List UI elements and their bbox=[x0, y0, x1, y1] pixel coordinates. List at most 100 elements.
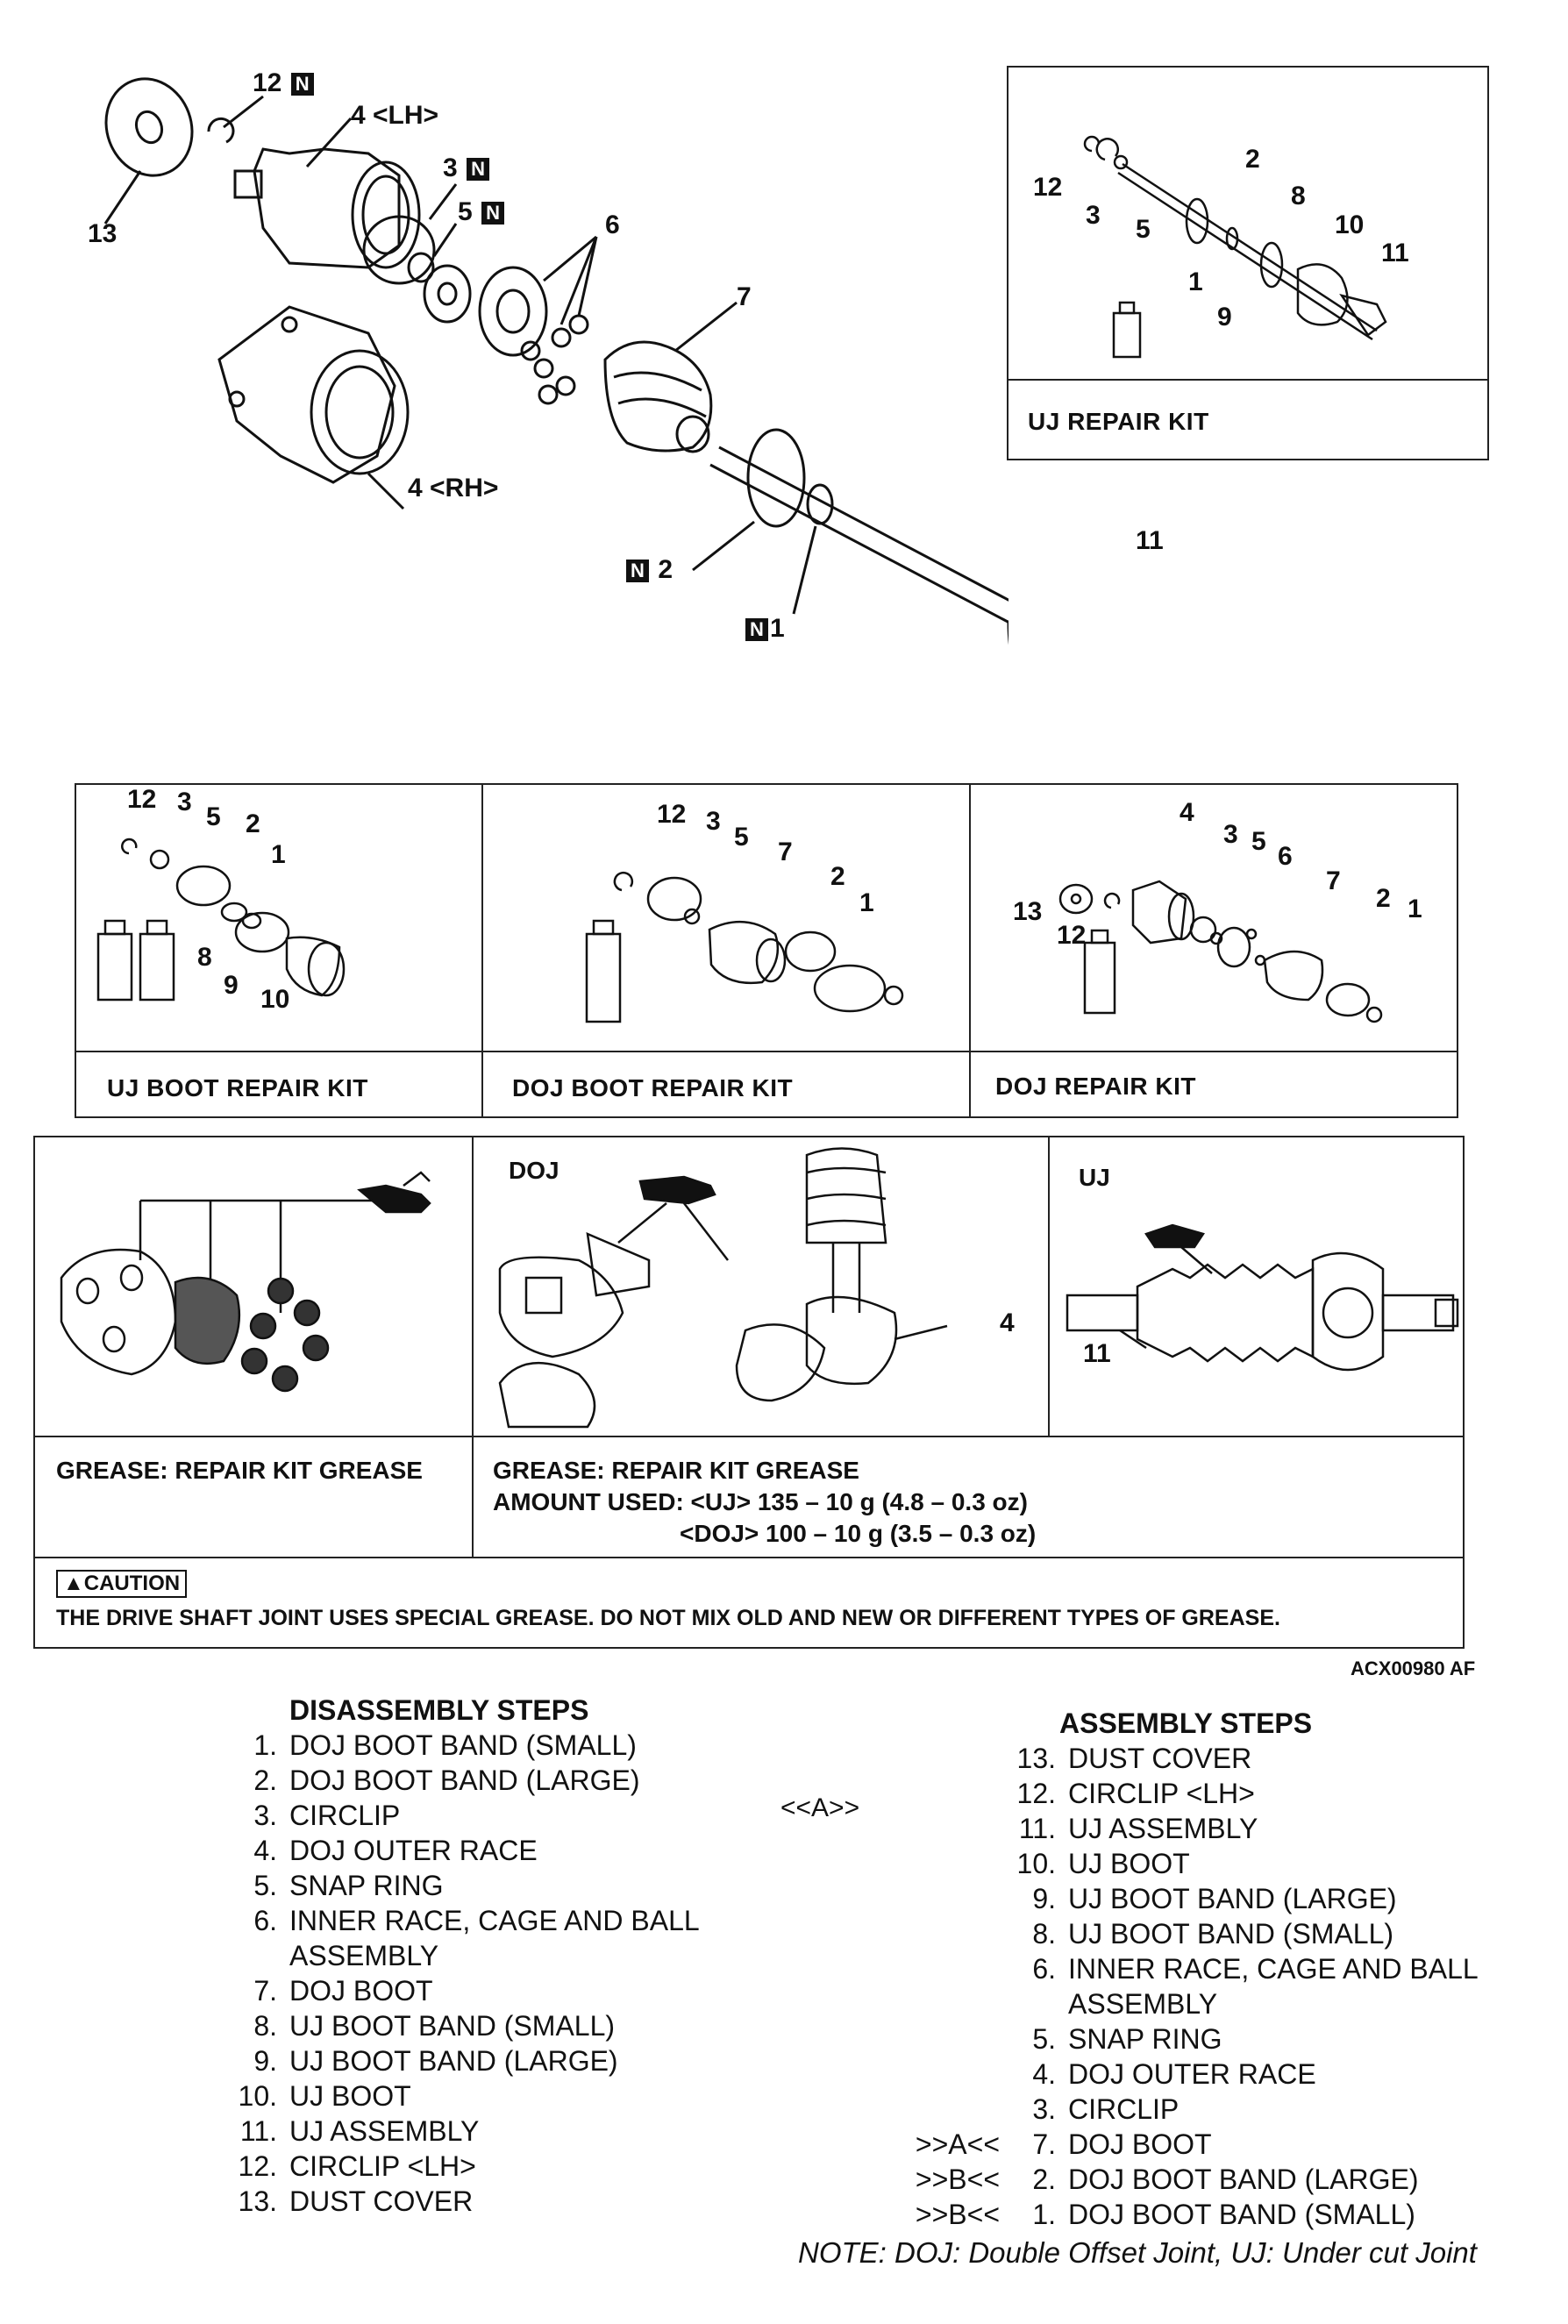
step-number: 8. bbox=[253, 2010, 277, 2042]
step-text: DOJ BOOT bbox=[289, 1975, 433, 2007]
label-5: 5 N bbox=[458, 197, 506, 227]
dojb-label-3: 3 bbox=[706, 807, 721, 836]
assembly-step: 9.UJ BOOT BAND (LARGE) bbox=[912, 1881, 1479, 1916]
uj-kit-label-9: 9 bbox=[1217, 303, 1232, 331]
step-text: DOJ BOOT BAND (LARGE) bbox=[1068, 2164, 1419, 2195]
step-number: 13. bbox=[238, 2185, 277, 2217]
step-text: DOJ OUTER RACE bbox=[289, 1835, 538, 1866]
grease-right-line2: AMOUNT USED: <UJ> 135 – 10 g (4.8 – 0.3 … bbox=[493, 1488, 1028, 1515]
step-text: DUST COVER bbox=[289, 2185, 474, 2217]
disassembly-step: 3.CIRCLIP bbox=[228, 1798, 700, 1833]
step-number: 12. bbox=[238, 2150, 277, 2182]
step-number: 6. bbox=[1032, 1953, 1056, 1985]
step-text: UJ BOOT BAND (SMALL) bbox=[289, 2010, 616, 2042]
step-text: UJ BOOT bbox=[1068, 1848, 1190, 1879]
assembly-step: >>B<<2.DOJ BOOT BAND (LARGE) bbox=[912, 2162, 1479, 2197]
label-4-rh: 4 <RH> bbox=[408, 474, 499, 503]
step-marker bbox=[912, 1846, 1007, 1881]
step-text: SNAP RING bbox=[289, 1870, 444, 1901]
step-text: ASSEMBLY bbox=[289, 1940, 439, 1971]
doj-label-13: 13 bbox=[1013, 897, 1043, 926]
uj-repair-kit-box: UJ REPAIR KIT 12 3 5 2 8 1 10 9 11 bbox=[1007, 66, 1489, 460]
step-marker bbox=[912, 1986, 1007, 2021]
doj-label-12: 12 bbox=[1057, 921, 1087, 950]
doj-label-1: 1 bbox=[1408, 895, 1422, 923]
dojb-label-1: 1 bbox=[859, 888, 874, 917]
disassembly-step: 1.DOJ BOOT BAND (SMALL) bbox=[228, 1728, 700, 1763]
ujb-label-12: 12 bbox=[127, 785, 157, 814]
disassembly-list: 1.DOJ BOOT BAND (SMALL)2.DOJ BOOT BAND (… bbox=[228, 1728, 700, 2219]
grease-left-text: GREASE: REPAIR KIT GREASE bbox=[56, 1457, 423, 1484]
label-1-num: 1 bbox=[770, 614, 785, 643]
step-number bbox=[228, 1938, 289, 1973]
dojb-label-12: 12 bbox=[657, 800, 687, 829]
grease-divider-h2 bbox=[35, 1557, 1463, 1558]
kit-title-doj-boot: DOJ BOOT REPAIR KIT bbox=[512, 1074, 794, 1101]
step-number: 6. bbox=[253, 1905, 277, 1936]
ujb-label-8: 8 bbox=[197, 943, 212, 972]
disassembly-step: 10. UJ BOOT bbox=[228, 2078, 700, 2114]
step-number: 4. bbox=[253, 1835, 277, 1866]
caution-text: THE DRIVE SHAFT JOINT USES SPECIAL GREAS… bbox=[56, 1606, 1280, 1630]
caution-tag: ▲CAUTION bbox=[56, 1570, 188, 1598]
label-4-lh: 4 <LH> bbox=[351, 101, 439, 130]
new-part-mark: N bbox=[290, 73, 314, 96]
new-part-mark: N bbox=[481, 202, 505, 225]
step-marker: >>B<< bbox=[915, 2199, 1000, 2230]
step-number: 11. bbox=[1018, 1813, 1056, 1844]
disassembly-step: 5. SNAP RING bbox=[228, 1868, 700, 1903]
step-marker bbox=[912, 1881, 1007, 1916]
doj-label-5: 5 bbox=[1251, 827, 1266, 856]
ujb-label-5: 5 bbox=[206, 802, 221, 831]
step-marker: >>A<< bbox=[915, 2128, 1000, 2160]
step-number: 7. bbox=[253, 1975, 277, 2007]
step-text: UJ BOOT bbox=[289, 2080, 411, 2112]
step-number: 5. bbox=[253, 1870, 277, 1901]
step-marker bbox=[912, 2021, 1007, 2057]
new-part-mark: N bbox=[467, 158, 490, 182]
doj-label-6: 6 bbox=[1278, 842, 1293, 871]
disassembly-step: 13. DUST COVER bbox=[228, 2184, 700, 2219]
step-text: UJ BOOT BAND (LARGE) bbox=[1068, 1883, 1397, 1914]
step-number: 10. bbox=[1016, 1848, 1056, 1879]
assembly-step: 3.CIRCLIP bbox=[912, 2092, 1479, 2127]
step-number: 7. bbox=[1032, 2128, 1056, 2160]
kit-title-doj: DOJ REPAIR KIT bbox=[995, 1073, 1196, 1100]
uj-kit-label-10: 10 bbox=[1335, 210, 1365, 239]
inner-race-grease-drawing bbox=[60, 1171, 431, 1393]
assembly-step: 5. SNAP RING bbox=[912, 2021, 1479, 2057]
grease-doj-label: DOJ bbox=[509, 1157, 559, 1184]
assembly-step: >>A<<7.DOJ BOOT bbox=[912, 2127, 1479, 2162]
step-number: 10. bbox=[238, 2080, 277, 2112]
step-text: DOJ BOOT BAND (SMALL) bbox=[1068, 2199, 1415, 2230]
caution-label: CAUTION bbox=[83, 1572, 181, 1595]
doj-label-7: 7 bbox=[1326, 866, 1341, 895]
step-number: 8. bbox=[1032, 1918, 1056, 1950]
uj-kit-label-2: 2 bbox=[1245, 145, 1260, 174]
step-number: 2. bbox=[1032, 2164, 1056, 2195]
step-number: 5. bbox=[1032, 2023, 1056, 2055]
disassembly-step: 4. DOJ OUTER RACE bbox=[228, 1833, 700, 1868]
label-2-num: 2 bbox=[658, 555, 674, 584]
label-7: 7 bbox=[737, 282, 752, 311]
step-number: 1. bbox=[253, 1729, 277, 1761]
doj-boot-kit-drawing bbox=[585, 872, 904, 1023]
disassembly-title: DISASSEMBLY STEPS bbox=[289, 1694, 589, 1726]
doj-label-3: 3 bbox=[1223, 820, 1238, 849]
step-marker bbox=[912, 2092, 1007, 2127]
assembly-title: ASSEMBLY STEPS bbox=[1059, 1707, 1313, 1739]
assembly-step: 13.DUST COVER bbox=[912, 1741, 1479, 1776]
grease-doj-part: 4 bbox=[1000, 1308, 1015, 1337]
new-part-mark: N bbox=[626, 560, 649, 583]
disassembly-step: 12.CIRCLIP <LH> bbox=[228, 2149, 700, 2184]
grease-divider-h1 bbox=[35, 1436, 1463, 1437]
grease-divider-v2 bbox=[1048, 1137, 1050, 1436]
step-text: SNAP RING bbox=[1068, 2023, 1222, 2055]
step-number: 1. bbox=[1032, 2199, 1056, 2230]
step-number: 11. bbox=[239, 2115, 277, 2147]
disassembly-step: 8. UJ BOOT BAND (SMALL) bbox=[228, 2008, 700, 2043]
uj-kit-label-3: 3 bbox=[1086, 201, 1101, 230]
label-5-num: 5 bbox=[458, 197, 473, 226]
new-part-mark: N bbox=[745, 618, 768, 642]
